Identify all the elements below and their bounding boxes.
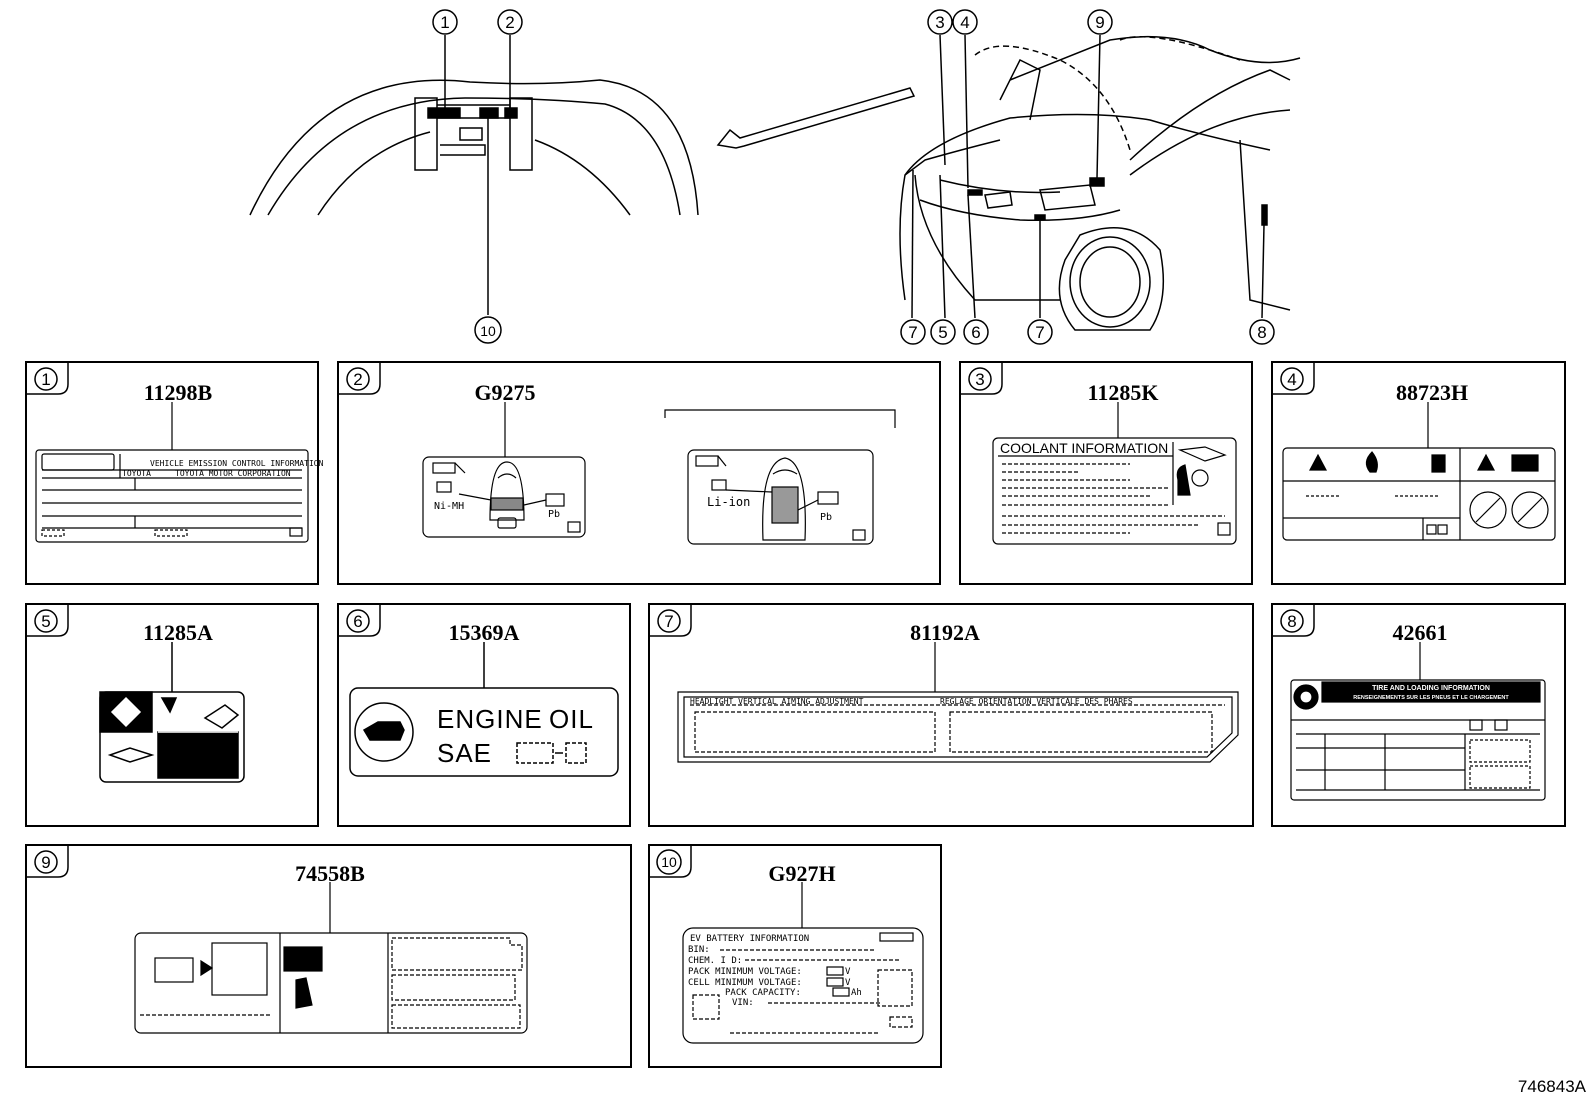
panel-2-frame	[337, 361, 941, 585]
callout-3	[927, 9, 953, 35]
callout-8-num: 8	[1257, 323, 1266, 342]
label8-subtitle: RENSEIGNEMENTS SUR LES PNEUS ET LE CHARG…	[1353, 695, 1509, 701]
panel-10-num: 10	[661, 854, 677, 870]
callout-2-num: 2	[505, 13, 514, 32]
part-number-3: 11285K	[1088, 380, 1159, 405]
callout-8	[1249, 319, 1275, 345]
label-81192A	[677, 642, 1239, 763]
panel-6-frame	[337, 603, 631, 827]
part-number-8: 42661	[1393, 620, 1448, 645]
label-11285A	[99, 642, 245, 783]
label2-pb2: Pb	[820, 512, 832, 523]
label10-vin: VIN:	[732, 998, 754, 1008]
label10-pack-min: PACK MINIMUM VOLTAGE:	[688, 967, 802, 977]
label10-cell-min: CELL MINIMUM VOLTAGE:	[688, 978, 802, 988]
panel-8-num: 8	[1287, 612, 1296, 631]
part-number-7: 81192A	[910, 620, 980, 645]
label10-title: EV BATTERY INFORMATION	[690, 934, 809, 944]
label8-title: TIRE AND LOADING INFORMATION	[1372, 685, 1490, 692]
label10-bin: BIN:	[688, 945, 710, 955]
callout-7b-num: 7	[1035, 323, 1044, 342]
callout-9	[1087, 9, 1113, 35]
panel-6-num: 6	[353, 612, 362, 631]
label2-liion: Li-ion	[707, 495, 750, 509]
panel-1-frame	[25, 361, 319, 585]
part-number-10: G927H	[768, 861, 835, 886]
callout-6-num: 6	[971, 323, 980, 342]
label10-v2: V	[845, 978, 851, 988]
part-number-5: 11285A	[143, 620, 213, 645]
label3-title: COOLANT INFORMATION	[1000, 440, 1168, 456]
callout-7a-num: 7	[908, 323, 917, 342]
callout-10-num: 10	[480, 323, 496, 339]
direction-arrow	[716, 87, 916, 149]
label-88723H	[1282, 402, 1556, 541]
label2-nimh: Ni-MH	[434, 501, 464, 512]
label10-pack-cap: PACK CAPACITY:	[725, 988, 801, 998]
callout-9-num: 9	[1095, 13, 1104, 32]
label2-pb1: Pb	[548, 509, 560, 520]
label10-chem: CHEM. I D:	[688, 956, 742, 966]
label6-engine: ENGINE	[437, 704, 543, 734]
callout-4-num: 4	[960, 13, 969, 32]
callout-3-num: 3	[935, 13, 944, 32]
dashboard-view	[249, 35, 699, 315]
panel-7-frame	[648, 603, 1254, 827]
panel-1-num: 1	[41, 370, 50, 389]
label-74558B	[134, 882, 528, 1034]
label6-sae: SAE	[437, 738, 492, 768]
panel-4-frame	[1271, 361, 1566, 585]
callout-5	[930, 319, 956, 345]
label10-v1: V	[845, 967, 851, 977]
callout-10	[474, 316, 502, 344]
label-G927H	[682, 882, 924, 1044]
panel-10-frame	[648, 844, 942, 1068]
panel-8-frame	[1271, 603, 1566, 827]
panel-3-frame	[959, 361, 1253, 585]
label6-oil: OIL	[549, 704, 594, 734]
part-number-6: 15369A	[449, 620, 520, 645]
part-number-2: G9275	[474, 380, 535, 405]
panel-4-num: 4	[1287, 370, 1296, 389]
callout-1-num: 1	[440, 13, 449, 32]
label-11285K	[992, 402, 1237, 545]
panel-2-num: 2	[353, 370, 362, 389]
label1-corp: TOYOTA MOTOR CORPORATION	[175, 469, 291, 478]
part-number-9: 74558B	[295, 861, 365, 886]
callout-7b	[1027, 319, 1053, 345]
label10-ah: Ah	[851, 988, 862, 998]
panel-9-num: 9	[41, 853, 50, 872]
label1-toyota: TOYOTA	[122, 469, 151, 478]
label1-title: VEHICLE EMISSION CONTROL INFORMATION	[150, 459, 324, 468]
part-number-1: 11298B	[144, 380, 213, 405]
panel-9-frame	[25, 844, 632, 1068]
label-15369A	[349, 642, 619, 777]
callout-4	[952, 9, 978, 35]
callout-6	[963, 319, 989, 345]
callout-7a	[900, 319, 926, 345]
panel-5-num: 5	[41, 612, 50, 631]
label7-fr: REGLAGE ORIENTATION VERTICALE DES PHARES	[940, 697, 1133, 706]
callout-2	[497, 9, 523, 35]
callout-5-num: 5	[938, 323, 947, 342]
label-G9275	[422, 402, 896, 545]
callout-1	[432, 9, 458, 35]
label-42661	[1290, 642, 1546, 801]
panel-7-num: 7	[664, 612, 673, 631]
car-front-view	[899, 34, 1301, 331]
diagram-id: 746843A	[1518, 1077, 1587, 1096]
panel-3-num: 3	[975, 370, 984, 389]
part-number-4: 88723H	[1396, 380, 1468, 405]
label-11298B	[35, 402, 309, 543]
label7-en: HEADLIGHT VERTICAL AIMING ADJUSTMENT	[690, 697, 864, 706]
panel-5-frame	[25, 603, 319, 827]
